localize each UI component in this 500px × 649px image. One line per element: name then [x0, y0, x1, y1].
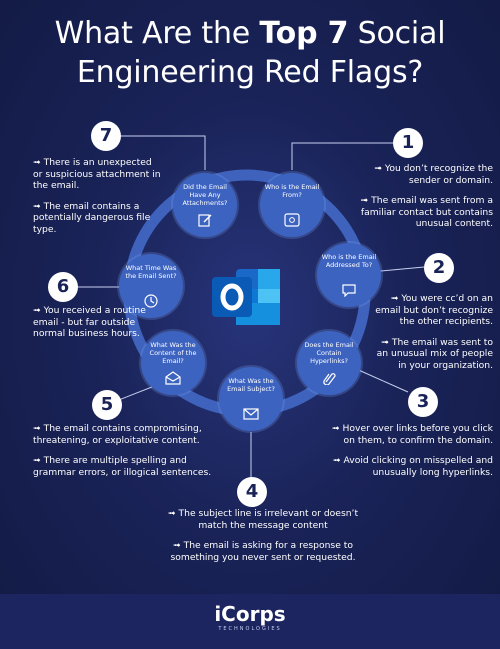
node-hyperlinks: Does the Email Contain Hyperlinks?	[297, 331, 361, 395]
node-question: Who is the Email From?	[264, 183, 320, 199]
number-badge-5: 5	[92, 390, 122, 420]
flag-7-text: ➟ There is an unexpected or suspicious a…	[33, 157, 163, 244]
flag-item: ➟ The email contains a potentially dange…	[33, 200, 151, 235]
number-badge-7: 7	[91, 121, 121, 151]
node-question: What Time Was the Email Sent?	[125, 264, 177, 280]
flag-item: ➟ Hover over links before you click on t…	[331, 423, 493, 446]
edit-document-icon	[198, 214, 212, 227]
flag-item: ➟ Avoid clicking on misspelled and unusu…	[332, 455, 493, 478]
number-badge-1: 1	[393, 128, 423, 158]
footer-bar	[0, 594, 500, 649]
node-addressed: Who is the Email Addressed To?	[317, 243, 381, 307]
flag-item: ➟ There is an unexpected or suspicious a…	[33, 157, 161, 191]
node-question: Did the Email Have Any Attachments?	[182, 183, 228, 207]
brand-subtitle: TECHNOLOGIES	[218, 626, 282, 632]
number-badge-3: 3	[408, 387, 438, 417]
flag-item: ➟ There are multiple spelling and gramma…	[33, 455, 212, 478]
title-bold: Top 7	[259, 16, 349, 51]
open-envelope-icon	[165, 371, 181, 385]
flag-1-text: ➟ You don’t recognize the sender or doma…	[358, 163, 493, 239]
flag-item: ➟ You don’t recognize the sender or doma…	[374, 163, 493, 186]
number-badge-4: 4	[237, 477, 267, 507]
node-question: What Was the Content of the Email?	[149, 341, 197, 365]
flag-item: ➟ The email was sent to an unusual mix o…	[376, 336, 493, 371]
flag-3-text: ➟ Hover over links before you click on t…	[330, 423, 493, 487]
flag-4-text: ➟ The subject line is irrelevant or does…	[158, 508, 368, 572]
node-question: Who is the Email Addressed To?	[321, 253, 377, 269]
flag-item: ➟ The email was sent from a familiar con…	[360, 195, 493, 229]
title-line2: Engineering Red Flags?	[76, 55, 424, 90]
node-attachments: Did the Email Have Any Attachments?	[173, 173, 237, 237]
flag-item: ➟ The email contains compromising, threa…	[33, 423, 202, 446]
outlook-logo-icon	[212, 269, 280, 325]
node-content: What Was the Content of the Email?	[141, 331, 205, 395]
flag-2-text: ➟ You were cc’d on an email but don’t re…	[373, 293, 493, 380]
email-at-icon	[284, 213, 300, 227]
title-part: Social	[348, 16, 446, 51]
flag-item: ➟ You were cc’d on an email but don’t re…	[375, 293, 493, 327]
envelope-icon	[243, 408, 259, 420]
node-subject: What Was the Email Subject?	[219, 367, 283, 431]
number-badge-2: 2	[424, 253, 454, 283]
brand-logo: iCorps	[214, 602, 286, 626]
speech-bubble-icon	[342, 284, 356, 297]
flag-item: ➟ You received a routine email - but far…	[33, 305, 146, 339]
node-from: Who is the Email From?	[260, 173, 324, 237]
number-badge-6: 6	[48, 272, 78, 302]
flag-item: ➟ The email is asking for a response to …	[170, 540, 356, 563]
node-question: Does the Email Contain Hyperlinks?	[304, 341, 354, 365]
node-question: What Was the Email Subject?	[227, 377, 275, 393]
clock-icon	[144, 294, 158, 308]
paperclip-icon	[323, 373, 336, 385]
flag-item: ➟ The subject line is irrelevant or does…	[167, 508, 359, 531]
page-title: What Are the Top 7 Social Engineering Re…	[0, 14, 500, 92]
flag-5-text: ➟ The email contains compromising, threa…	[33, 423, 228, 487]
title-part: What Are the	[54, 16, 260, 51]
flag-6-text: ➟ You received a routine email - but far…	[33, 305, 158, 349]
node-time: What Time Was the Email Sent?	[119, 254, 183, 318]
